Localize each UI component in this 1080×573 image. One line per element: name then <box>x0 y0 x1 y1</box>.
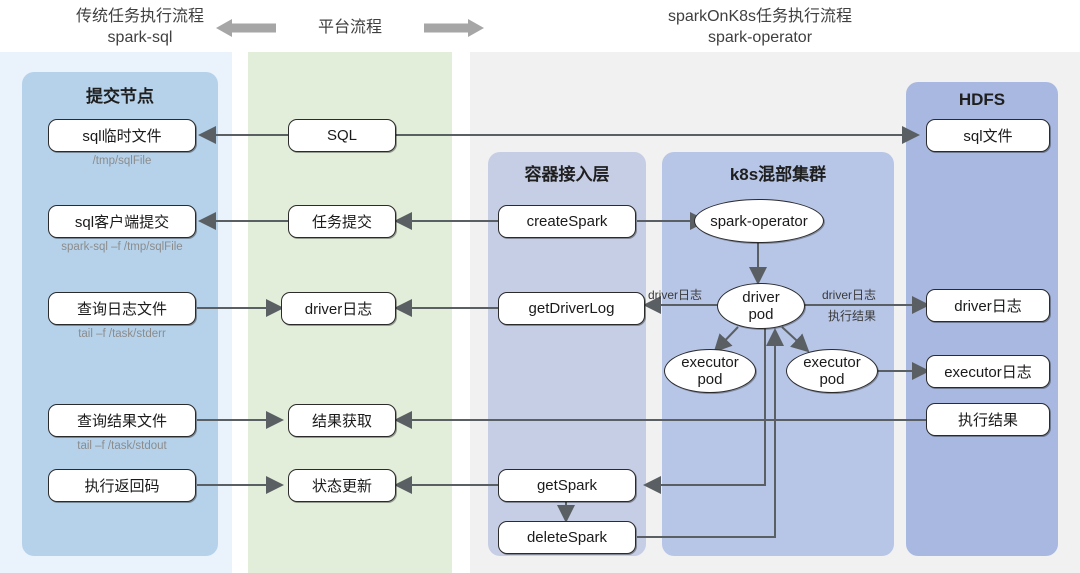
edge-label-driver-log-right: driver日志 <box>822 288 877 302</box>
caption-query-result-file: tail –f /task/stdout <box>77 440 167 452</box>
node-sql-temp-file[interactable]: sql临时文件 <box>48 119 196 152</box>
edge-label-exec-result-right: 执行结果 <box>828 309 877 323</box>
caption-sql-temp-file: /tmp/sqlFile <box>92 155 152 167</box>
node-sql-client-submit[interactable]: sql客户端提交 <box>48 205 196 238</box>
caption-query-log-file: tail –f /task/stderr <box>78 328 166 340</box>
node-get-driver-log[interactable]: getDriverLog <box>498 292 645 325</box>
header-title-platform-label: 平台流程 <box>317 19 382 36</box>
header-title-traditional: 传统任务执行流程 spark-sql <box>40 6 240 48</box>
node-hdfs-driver-log[interactable]: driver日志 <box>926 289 1050 322</box>
node-hdfs-sql-file[interactable]: sql文件 <box>926 119 1050 152</box>
panel-k8s-cluster-title: k8s混部集群 <box>729 165 827 184</box>
node-result-fetch[interactable]: 结果获取 <box>288 404 396 437</box>
panel-submit-node-title: 提交节点 <box>86 87 154 106</box>
header-title-sparkonk8s-line2: spark-operator <box>707 29 813 46</box>
edge-label-driver-log-left: driver日志 <box>648 288 703 302</box>
node-delete-spark[interactable]: deleteSpark <box>498 521 636 554</box>
node-query-result-file[interactable]: 查询结果文件 <box>48 404 196 437</box>
node-exit-code[interactable]: 执行返回码 <box>48 469 196 502</box>
node-driver-log-platform[interactable]: driver日志 <box>281 292 396 325</box>
header-title-sparkonk8s: sparkOnK8s任务执行流程 spark-operator <box>560 6 960 48</box>
panel-container-access-layer-title: 容器接入层 <box>524 165 610 184</box>
header-title-traditional-line1: 传统任务执行流程 <box>75 8 204 25</box>
panel-hdfs-title: HDFS <box>958 90 1006 109</box>
node-get-spark[interactable]: getSpark <box>498 469 636 502</box>
header-title-traditional-line2: spark-sql <box>107 29 173 46</box>
node-hdfs-executor-log[interactable]: executor日志 <box>926 355 1050 388</box>
node-create-spark[interactable]: createSpark <box>498 205 636 238</box>
node-sql[interactable]: SQL <box>288 119 396 152</box>
caption-sql-client-submit: spark-sql –f /tmp/sqlFile <box>61 241 183 253</box>
node-task-submit[interactable]: 任务提交 <box>288 205 396 238</box>
left-arrow-icon <box>216 19 276 37</box>
node-query-log-file[interactable]: 查询日志文件 <box>48 292 196 325</box>
node-hdfs-exec-result[interactable]: 执行结果 <box>926 403 1050 436</box>
right-arrow-icon <box>424 19 484 37</box>
header-title-platform: 平台流程 <box>280 17 420 38</box>
header-title-sparkonk8s-line1: sparkOnK8s任务执行流程 <box>667 8 853 25</box>
node-spark-operator[interactable]: spark-operator <box>694 199 824 243</box>
node-status-update[interactable]: 状态更新 <box>288 469 396 502</box>
